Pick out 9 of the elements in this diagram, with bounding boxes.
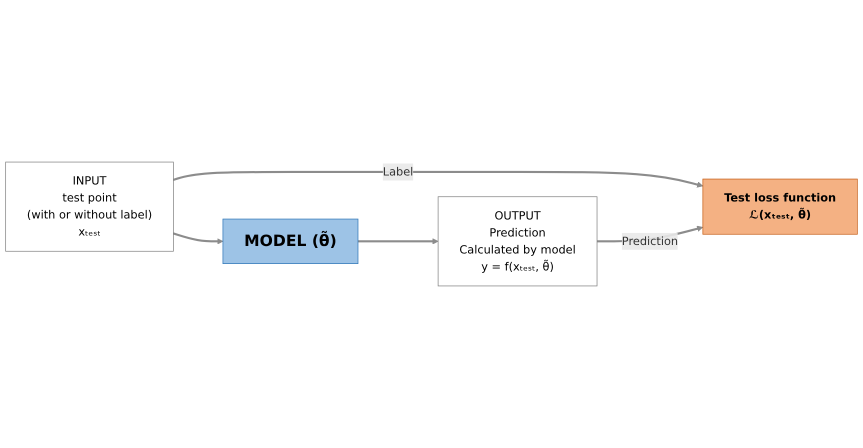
arrow xyxy=(358,238,438,244)
edge-label: Prediction xyxy=(622,234,678,248)
node-box: OUTPUT Prediction Calculated by model y = f(xₜₑₛₜ, θ̃) xyxy=(438,196,598,286)
node-box: INPUT test point (with or without label) xₜₑₛₜ xyxy=(5,162,174,252)
node-box: Test loss function ℒ(xₜₑₛₜ, θ̃) xyxy=(702,178,858,235)
edge-label: Label xyxy=(382,164,414,178)
arrow xyxy=(173,232,224,244)
node-box: MODEL (θ̃) xyxy=(222,218,358,264)
arrow xyxy=(173,170,704,188)
